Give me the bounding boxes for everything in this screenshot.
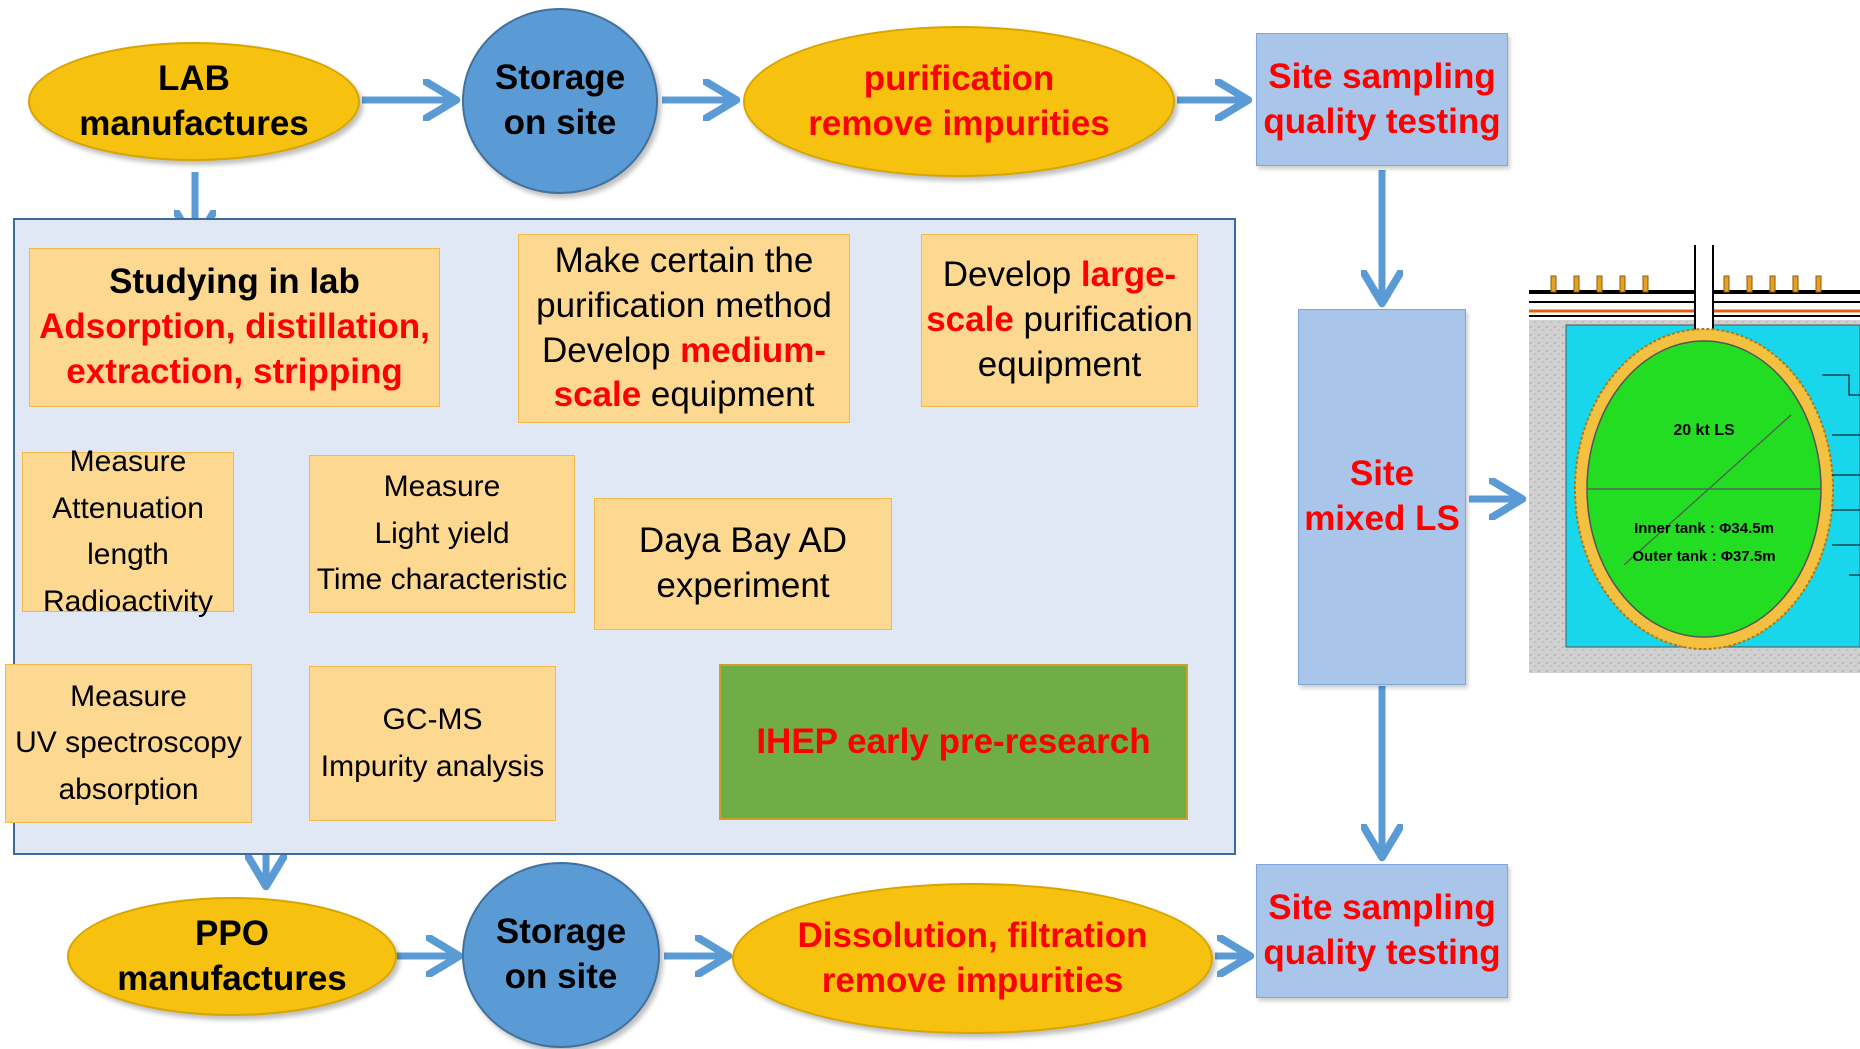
ppo-manufactures-ellipse: PPO manufactures <box>67 897 397 1016</box>
daya-bay-box: Daya Bay AD experiment <box>594 498 892 630</box>
purification-method-box: Make certain the purification method Dev… <box>518 234 850 423</box>
measure-attenuation-box: Measure Attenuation length Radioactivity <box>22 445 234 618</box>
sampling-bottom-line1: Site sampling <box>1268 888 1496 928</box>
atten-line2: Attenuation <box>52 491 204 525</box>
purification-line2: remove impurities <box>808 103 1110 143</box>
uv-line3: absorption <box>58 772 199 806</box>
storage-bottom-line1: Storage <box>495 912 627 952</box>
storage-top-line2: on site <box>503 103 617 142</box>
storage-top-line1: Storage <box>494 58 626 98</box>
large-line3: equipment <box>977 344 1142 384</box>
dayabay-line1: Daya Bay AD <box>638 521 848 561</box>
sampling-bottom-box: Site sampling quality testing <box>1256 864 1508 998</box>
measure-light-yield-box: Measure Light yield Time characteristic <box>309 455 575 613</box>
storage-top-circle: Storage on site <box>462 8 658 194</box>
tank-outer-label: Outer tank : Φ37.5m <box>1632 548 1775 565</box>
purification-ellipse: purification remove impurities <box>743 26 1175 177</box>
lab-label: LAB <box>158 58 230 98</box>
storage-bottom-circle: Storage on site <box>462 862 660 1048</box>
method-line1: Make certain the <box>554 240 814 280</box>
studying-title: Studying in lab <box>109 262 360 302</box>
large-scale-box: Develop large- scale purification equipm… <box>921 234 1198 407</box>
site-mixed-line1: Site <box>1349 454 1415 494</box>
uv-line1: Measure <box>70 679 187 713</box>
uv-line2: UV spectroscopy <box>15 726 242 760</box>
detector-tank-diagram: 20 kt LS Inner tank : Φ34.5m Outer tank … <box>1529 245 1860 673</box>
sampling-top-line1: Site sampling <box>1268 56 1496 96</box>
lab-manufactures-label: manufactures <box>79 103 309 143</box>
measure-uv-box: Measure UV spectroscopy absorption <box>5 664 252 823</box>
large-line2: scale purification <box>926 300 1193 340</box>
ppo-label: PPO <box>195 913 269 953</box>
dissolution-line2: remove impurities <box>821 960 1124 1000</box>
atten-line3: length <box>87 538 169 571</box>
site-mixed-ls-box: Site mixed LS <box>1298 309 1466 685</box>
light-line2: Light yield <box>374 516 510 550</box>
large-line1: Develop large- <box>942 255 1177 295</box>
gcms-box: GC-MS Impurity analysis <box>309 666 556 821</box>
method-line3: Develop medium- <box>542 330 826 370</box>
ppo-manufactures-label: manufactures <box>117 958 347 998</box>
storage-bottom-line2: on site <box>504 957 618 996</box>
studying-methods-line2: extraction, stripping <box>66 351 403 391</box>
gcms-line1: GC-MS <box>382 703 483 736</box>
method-line4: scale equipment <box>553 375 815 415</box>
gcms-line2: Impurity analysis <box>320 749 545 783</box>
tank-inner-label: Inner tank : Φ34.5m <box>1634 520 1774 537</box>
purification-line1: purification <box>863 58 1055 98</box>
light-line1: Measure <box>383 470 501 504</box>
light-line3: Time characteristic <box>316 563 568 597</box>
ihep-label: IHEP early pre-research <box>756 721 1151 761</box>
method-line2: purification method <box>536 285 832 325</box>
sampling-top-box: Site sampling quality testing <box>1256 33 1508 166</box>
studying-methods-line1: Adsorption, distillation, <box>39 307 430 347</box>
dayabay-line2: experiment <box>656 566 830 605</box>
tank-center-label: 20 kt LS <box>1673 422 1735 439</box>
dissolution-ellipse: Dissolution, filtration remove impuritie… <box>732 883 1213 1034</box>
lab-manufactures-ellipse: LAB manufactures <box>28 42 360 161</box>
sampling-top-line2: quality testing <box>1263 101 1501 141</box>
sampling-bottom-line2: quality testing <box>1263 933 1501 972</box>
studying-in-lab-box: Studying in lab Adsorption, distillation… <box>29 248 440 407</box>
ihep-pre-research-box: IHEP early pre-research <box>719 664 1188 820</box>
atten-line4: Radioactivity <box>42 584 214 618</box>
site-mixed-line2: mixed LS <box>1304 499 1460 538</box>
dissolution-line1: Dissolution, filtration <box>797 915 1148 955</box>
atten-line1: Measure <box>69 445 187 478</box>
